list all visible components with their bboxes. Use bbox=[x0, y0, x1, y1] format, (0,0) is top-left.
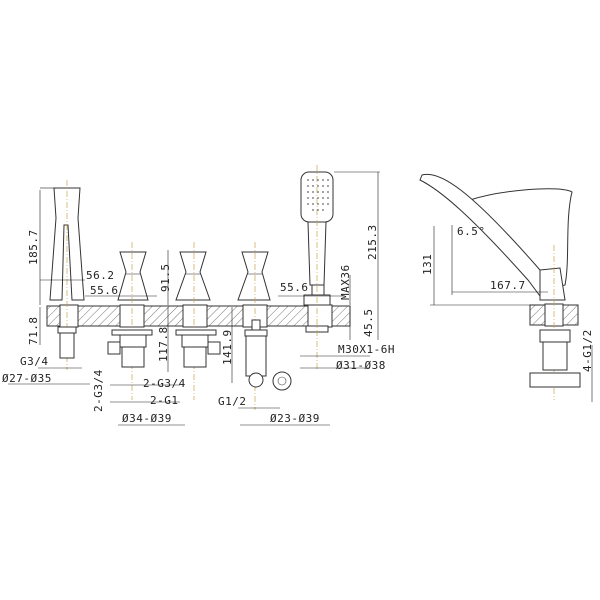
shower-deck-label: 45.5 bbox=[362, 308, 375, 338]
side-angle-label: 6.5° bbox=[457, 225, 486, 238]
deck-section bbox=[46, 304, 351, 328]
side-view-drawing bbox=[419, 173, 593, 402]
dimension-lines bbox=[8, 171, 380, 426]
side-reach-label: 167.7 bbox=[490, 279, 526, 292]
diverter-below-deck-label: 141.9 bbox=[221, 329, 234, 365]
spout-thread-label: G3/4 bbox=[20, 355, 49, 368]
handle-middle-drawing bbox=[175, 242, 221, 400]
spout-height-label: 185.7 bbox=[27, 229, 40, 265]
handle-below-deck-label: 117.8 bbox=[157, 326, 170, 362]
shower-max-label: MAX36 bbox=[339, 264, 352, 300]
hand-shower-drawing bbox=[300, 165, 334, 370]
diverter-drawing bbox=[237, 242, 292, 410]
side-height-label: 131 bbox=[421, 253, 434, 275]
handle-inlet-thread2-label: 2-G3/4 bbox=[143, 377, 186, 390]
handle-hole-range-label: Ø34-Ø39 bbox=[122, 412, 172, 425]
handle-inlet-thread-label: 2-G3/4 bbox=[92, 369, 105, 412]
shower-thread-label: M30X1-6H bbox=[338, 343, 395, 356]
handle-left-drawing bbox=[107, 242, 153, 400]
handle-height-label: 91.5 bbox=[159, 263, 172, 293]
shower-height-label: 215.3 bbox=[366, 224, 379, 260]
spout-reach-label: 56.2 bbox=[86, 269, 115, 282]
handle-outlet-thread-label: 2-G1 bbox=[150, 394, 179, 407]
shower-hole-range-label: Ø31-Ø38 bbox=[336, 359, 386, 372]
spout-deck-depth-label: 71.8 bbox=[27, 316, 40, 346]
spout-hole-range-label: Ø27-Ø35 bbox=[2, 372, 52, 385]
handle-offset-label: 55.6 bbox=[90, 284, 119, 297]
shower-offset-label: 55.6 bbox=[280, 281, 309, 294]
side-thread-label: 4-G1/2 bbox=[581, 329, 594, 372]
diverter-hole-range-label: Ø23-Ø39 bbox=[270, 412, 320, 425]
diverter-thread-label: G1/2 bbox=[218, 395, 247, 408]
spout-drawing bbox=[49, 180, 85, 370]
